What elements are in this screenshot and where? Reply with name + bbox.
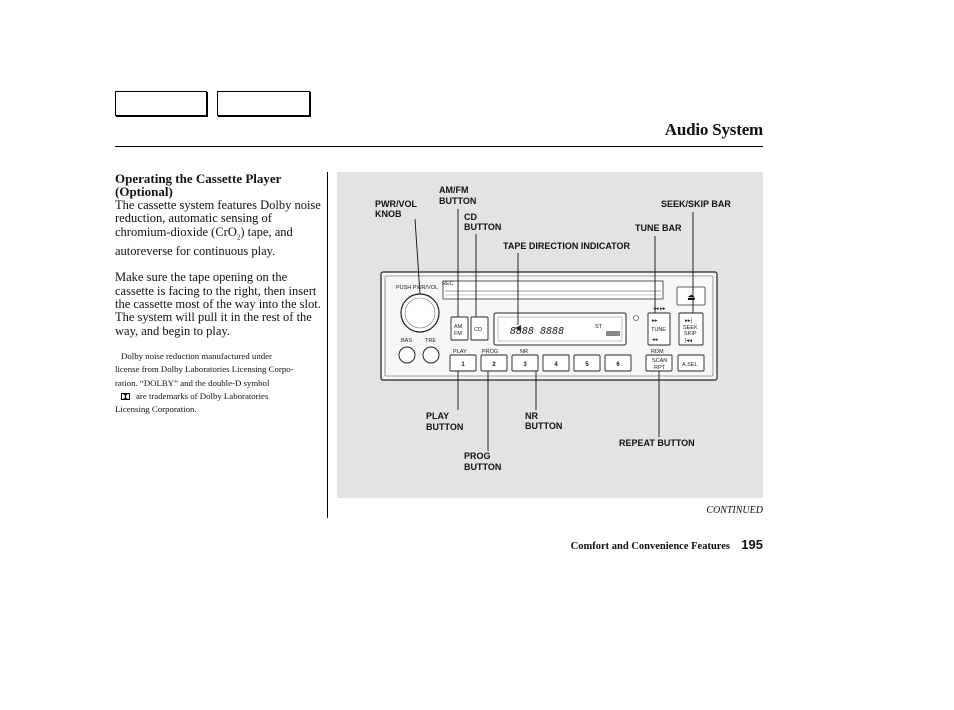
preset-label-5: 5 (585, 362, 589, 368)
seek-skip-bar[interactable] (678, 312, 704, 346)
fm-text: FM (454, 331, 462, 337)
left-column: Operating the Cassette Player (Optional)… (115, 172, 322, 417)
amfm-button[interactable] (450, 316, 469, 341)
dolby-note-line1: Dolby noise reduction manufactured under (121, 351, 272, 362)
eject-icon: ⏏ (687, 293, 696, 303)
seek-up-icon: ▸▸| (685, 318, 692, 324)
preset-label-6: 6 (616, 362, 620, 368)
section-heading: Operating the Cassette Player (Optional) (115, 172, 322, 198)
bass-label: BAS (401, 338, 412, 344)
label-amfm-1: AM/FM (439, 185, 469, 195)
cassette-slot (442, 280, 664, 300)
label-amfm-2: BUTTON (439, 196, 476, 206)
label-pwr-vol-2: KNOB (375, 209, 402, 219)
intro-text-b: ) tape, and autoreverse for continuous p… (115, 224, 293, 258)
insert-paragraph: Make sure the tape opening on the casset… (115, 270, 321, 338)
lcd-display-inner (497, 316, 623, 342)
callout-line-pwr-vol (414, 218, 421, 295)
a-sel-text: A.SEL (682, 362, 698, 368)
tune-bar[interactable] (647, 312, 671, 346)
preset-button-6[interactable] (604, 354, 632, 372)
treble-label: TRE (425, 338, 436, 344)
section-heading-line1: Operating the Cassette Player (115, 171, 282, 186)
cd-text: CD (474, 327, 482, 333)
intro-paragraph: The cassette system features Dolby noise… (115, 198, 322, 258)
preset-button-5[interactable] (573, 354, 601, 372)
preset-label-4: 4 (554, 362, 558, 368)
prog-label: PROG (482, 349, 498, 355)
tune-down-icon: ◂◂ (652, 337, 658, 343)
section-heading-line2: (Optional) (115, 184, 173, 199)
intro-text-a: The cassette system features Dolby noise… (115, 198, 321, 239)
label-prog-1: PROG (464, 451, 491, 461)
label-tune-bar: TUNE BAR (635, 223, 682, 233)
label-play-2: BUTTON (426, 422, 463, 432)
scan-text: SCAN (652, 358, 667, 364)
display-digits: 8888 8888 (510, 326, 564, 337)
rpt-text: RPT (654, 365, 666, 371)
tune-up-icon: ▸▸ (652, 318, 658, 324)
dolby-note-line2: license from Dolby Laboratories Licensin… (115, 364, 294, 375)
preset-button-row: 1 2 3 4 5 6 (449, 354, 632, 372)
tape-direction-indicator (515, 325, 521, 331)
preset-button-3[interactable] (511, 354, 539, 372)
rec-label: REC (442, 281, 454, 287)
audio-unit-illustration: REC ⏏ PUSH PWR/VOL BAS TRE AM FM CD 8888… (375, 185, 731, 472)
seek-text: SEEK (683, 325, 698, 331)
nr-label: NR (520, 349, 528, 355)
rew-ff-label: ◂◂ ▸▸ (653, 306, 666, 312)
treble-knob[interactable] (422, 346, 440, 364)
footer-section-name: Comfort and Convenience Features (570, 541, 730, 552)
dolby-indicator (606, 331, 620, 336)
label-seek-skip: SEEK/SKIP BAR (661, 199, 731, 209)
lcd-display (493, 312, 627, 346)
power-volume-knob[interactable] (400, 293, 440, 333)
page-number: 195 (741, 537, 763, 552)
label-pwr-vol-1: PWR/VOL (375, 199, 418, 209)
label-play-1: PLAY (426, 411, 449, 421)
label-tape-direction: TAPE DIRECTION INDICATOR (503, 241, 631, 251)
column-divider (327, 172, 328, 518)
skip-text: SKIP (684, 331, 697, 337)
preset-button-2[interactable] (480, 354, 508, 372)
label-cd-1: CD (464, 212, 477, 222)
dolby-note-line5: Licensing Corporation. (115, 404, 197, 415)
preset-button-4[interactable] (542, 354, 570, 372)
preset-button-1[interactable] (449, 354, 477, 372)
header-tab-box-1 (115, 91, 207, 116)
a-sel-button[interactable] (677, 354, 705, 372)
label-nr-1: NR (525, 411, 538, 421)
tune-text: TUNE (651, 327, 666, 333)
stereo-indicator: ST (595, 324, 603, 330)
indicator-light (633, 315, 639, 321)
seek-down-icon: |◂◂ (685, 338, 692, 344)
continued-note: CONTINUED (706, 505, 763, 516)
play-label: PLAY (453, 349, 467, 355)
knob-label: PUSH PWR/VOL (396, 285, 438, 291)
power-volume-knob-ring (404, 297, 436, 329)
header-tab-box-2 (217, 91, 310, 116)
dolby-note-line4: are trademarks of Dolby Laboratories (136, 391, 269, 402)
faceplate-inner-border (384, 275, 714, 377)
bass-knob[interactable] (398, 346, 416, 364)
dolby-note-line3: ration. “DOLBY” and the double-D symbol (115, 377, 270, 388)
label-repeat: REPEAT BUTTON (619, 438, 695, 448)
header-rule (115, 146, 763, 147)
am-text: AM (454, 324, 463, 330)
label-nr-2: BUTTON (525, 421, 562, 431)
preset-label-1: 1 (461, 362, 465, 368)
label-cd-2: BUTTON (464, 222, 501, 232)
rdm-label: RDM (651, 349, 664, 355)
intro-subscript: 2 (236, 233, 241, 242)
eject-button[interactable] (676, 286, 706, 306)
dolby-note: Dolby noise reduction manufactured under… (115, 350, 322, 416)
preset-label-3: 3 (523, 362, 527, 368)
page-title: Audio System (664, 120, 763, 139)
cd-button[interactable] (470, 316, 489, 341)
dolby-double-d-icon (121, 393, 130, 401)
audio-unit-diagram: REC ⏏ PUSH PWR/VOL BAS TRE AM FM CD 8888… (337, 172, 763, 498)
label-prog-2: BUTTON (464, 462, 501, 472)
preset-label-2: 2 (492, 362, 496, 368)
